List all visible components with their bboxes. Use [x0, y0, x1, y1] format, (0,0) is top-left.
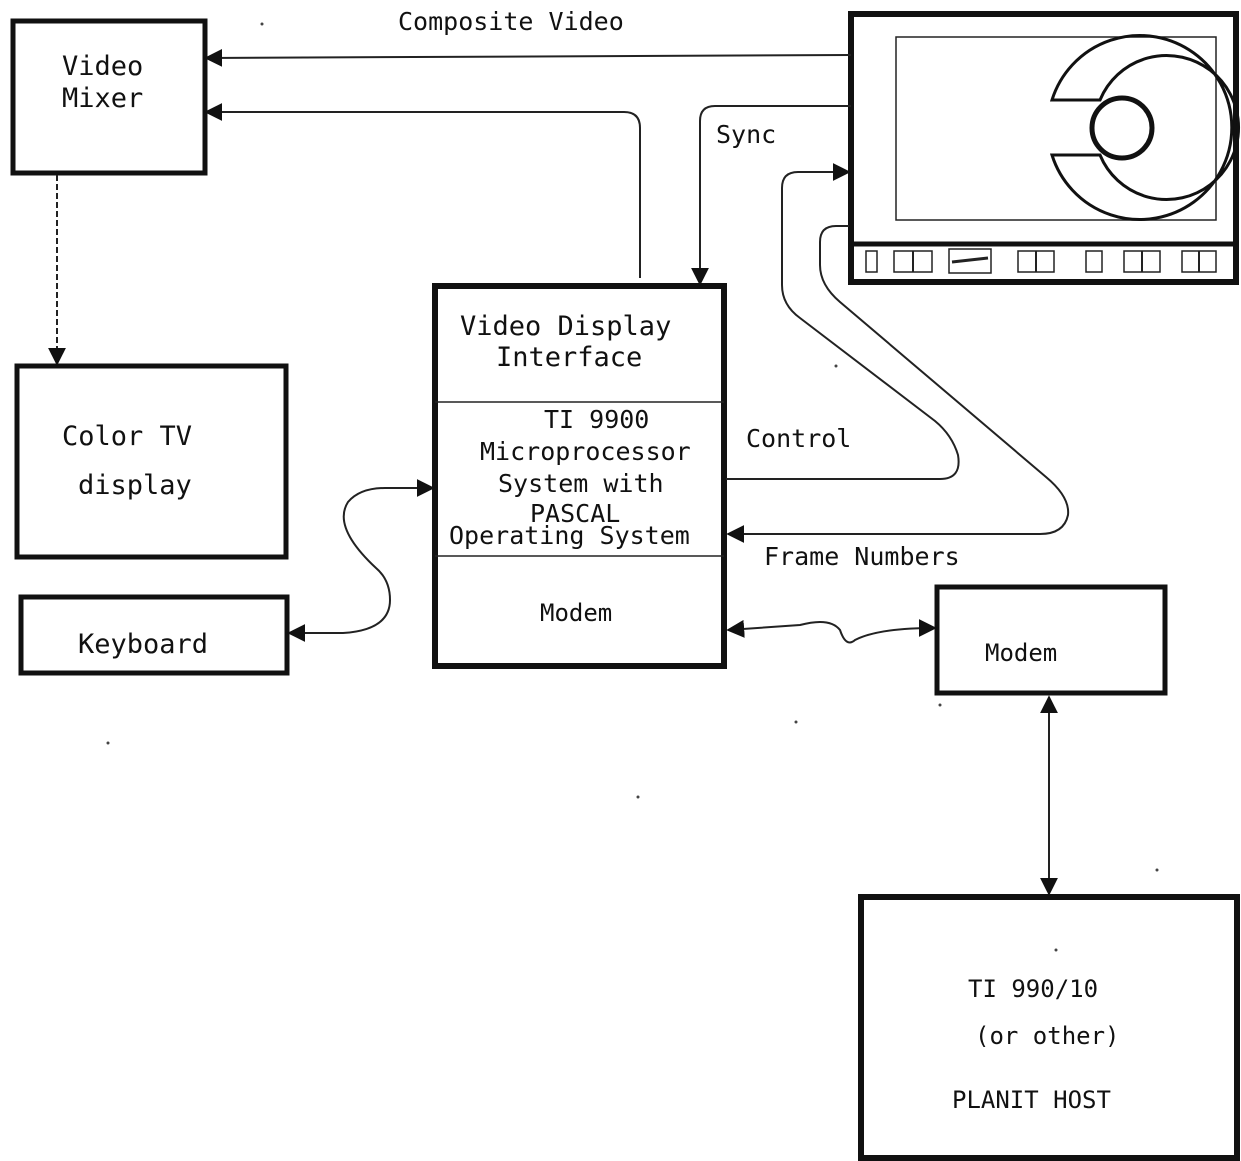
cpu-label-3: System with [498, 469, 664, 498]
cpu-label-4: PASCAL [530, 499, 620, 528]
sync-line [691, 105, 851, 286]
frame-numbers-label: Frame Numbers [764, 542, 960, 571]
keyboard-to-cpu-line [287, 479, 435, 642]
videodisc-player-icon [848, 11, 1241, 285]
planit-host-box: TI 990/10 (or other) PLANIT HOST [858, 894, 1240, 1161]
vdi-label-1: Video Display [460, 311, 671, 342]
video-mixer-box: Video Mixer [10, 18, 208, 176]
vdi-label-2: Interface [496, 342, 642, 373]
local-modem-label: Modem [540, 599, 612, 627]
keyboard-label: Keyboard [78, 629, 208, 660]
frame-numbers-line [726, 225, 1070, 543]
cpu-label-2: Microprocessor [480, 437, 691, 466]
color-tv-display-box: Color TV display [14, 363, 289, 560]
cpu-label-5: Operating System [449, 521, 690, 550]
modem-link-line [726, 619, 937, 644]
host-label-3: PLANIT HOST [952, 1086, 1111, 1114]
color-tv-label-1: Color TV [62, 421, 192, 452]
host-label-2: (or other) [975, 1022, 1120, 1050]
remote-modem-box: Modem [934, 584, 1168, 696]
sync-label: Sync [716, 120, 776, 149]
remote-modem-label: Modem [985, 639, 1057, 667]
keyboard-box: Keyboard [18, 594, 290, 676]
control-label: Control [746, 424, 851, 453]
host-label-1: TI 990/10 [968, 975, 1098, 1003]
scan-specks [106, 22, 1159, 952]
vdi-to-mixer-line [204, 103, 641, 278]
processor-unit-box: Video Display Interface TI 9900 Micropro… [432, 283, 727, 669]
video-mixer-label-1: Video [62, 51, 143, 82]
color-tv-label-2: display [78, 470, 192, 501]
cpu-label-1: TI 9900 [544, 405, 649, 434]
control-line [726, 163, 960, 480]
composite-video-label: Composite Video [398, 7, 624, 36]
composite-video-line [204, 48, 852, 67]
video-mixer-label-2: Mixer [62, 83, 143, 114]
